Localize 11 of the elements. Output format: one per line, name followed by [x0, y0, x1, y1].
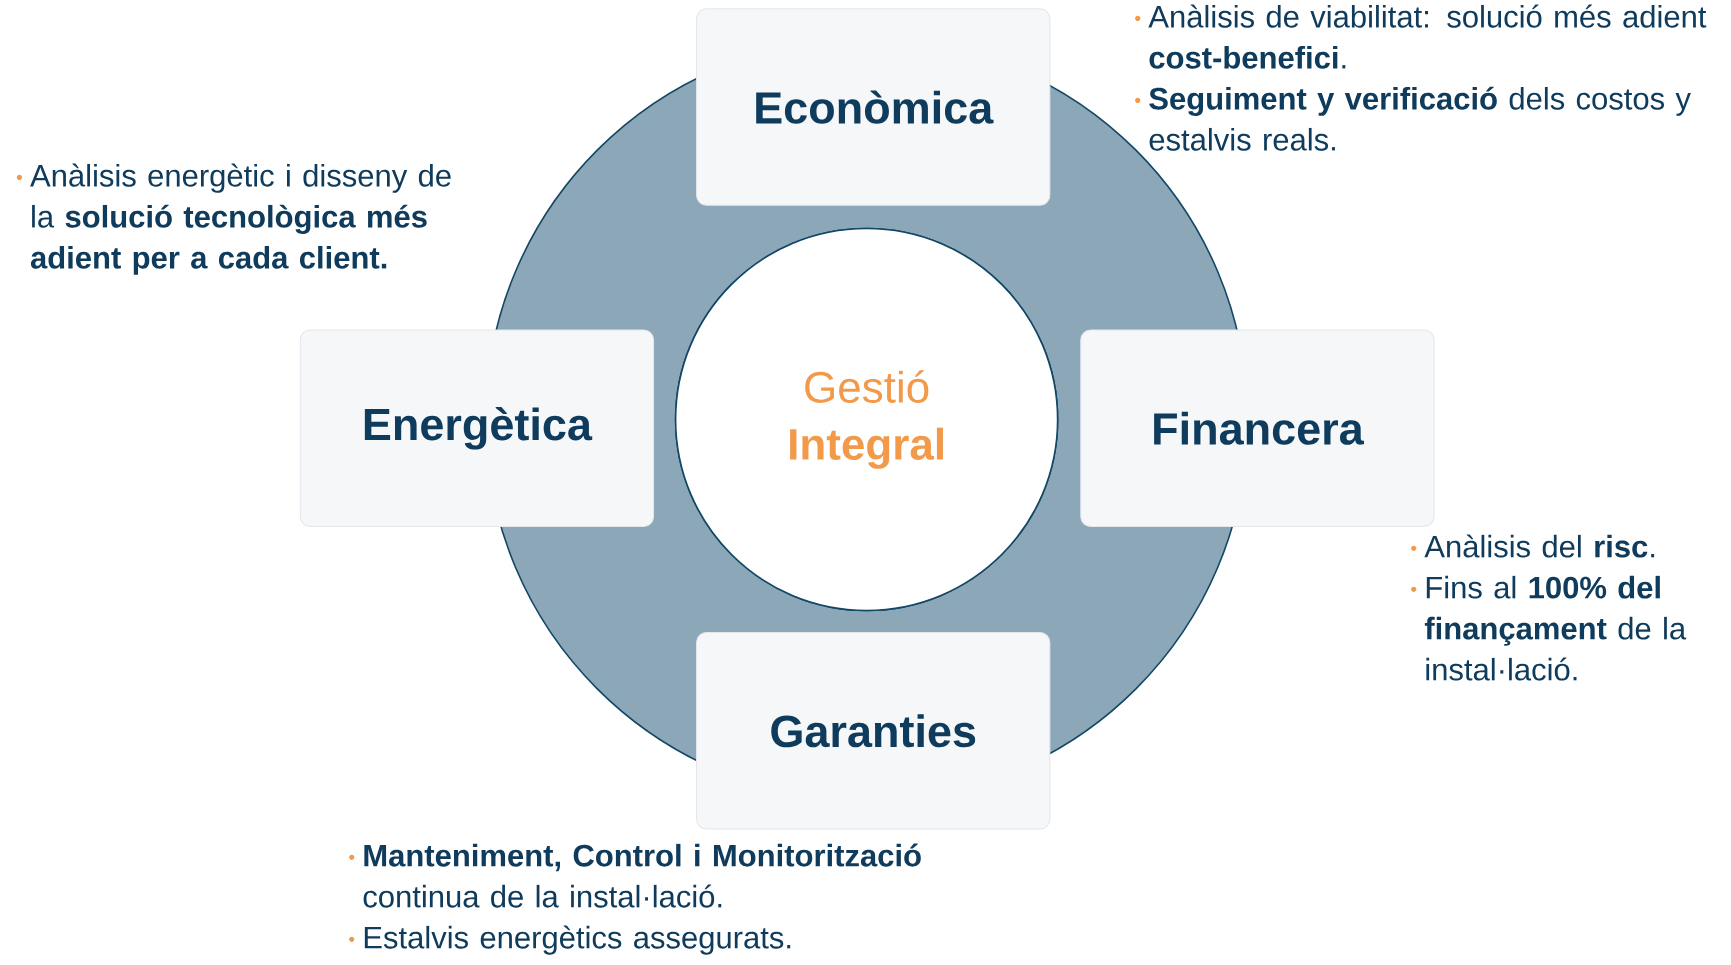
bullet-item: Manteniment, Control i Monitorització continua de la instal·lació.: [349, 843, 921, 908]
category-box: Econòmica: [696, 8, 1051, 206]
bullet-item: Estalvis energètics assegurats.: [349, 925, 791, 955]
bullet-item: Anàlisis del risc.: [1411, 534, 1655, 558]
bullet-item: Anàlisis energètic i disseny de la solució tecnològica més adient per a cada client.: [16, 163, 451, 275]
bullet-item: Fins al 100% del finançament de la instal·lació.: [1411, 575, 1687, 681]
bullet-item: Anàlisis de viabilitat: solució més adient cost-benefici.: [1135, 4, 1707, 69]
category-box: Garanties: [696, 632, 1051, 830]
category-box: Energètica: [299, 329, 655, 528]
category-box: Financera: [1080, 329, 1435, 528]
bullet-item: Seguiment y verificació dels costos y estalvis reals.: [1135, 86, 1691, 151]
